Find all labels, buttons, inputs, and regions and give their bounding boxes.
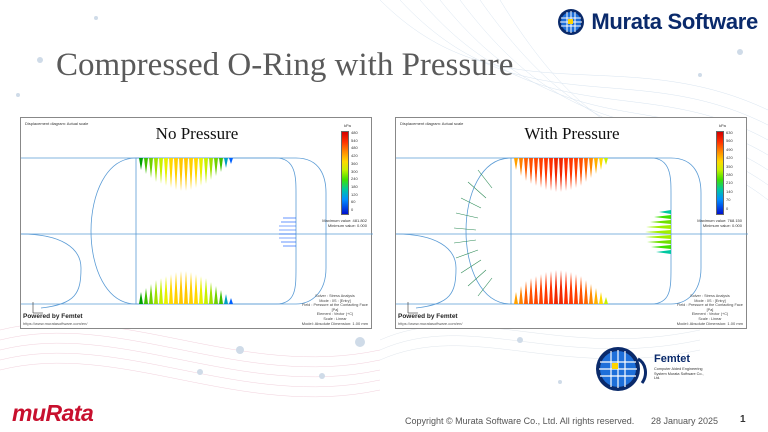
contact-pressure-side bbox=[279, 217, 296, 247]
murata-logo: muRata bbox=[12, 400, 94, 426]
legend-unit: kPa bbox=[344, 123, 351, 128]
color-legend-bar bbox=[716, 131, 724, 215]
contact-pressure-top bbox=[514, 158, 608, 192]
contact-pressure-side bbox=[645, 210, 671, 254]
femtet-name: Femtet bbox=[654, 353, 691, 365]
panel-caption: With Pressure bbox=[524, 124, 620, 143]
color-legend-bar bbox=[341, 131, 349, 215]
simulation-panel-no-pressure: Displacement diagram: Actual scale No Pr… bbox=[20, 117, 373, 329]
slide-title: Compressed O-Ring with Pressure bbox=[56, 47, 514, 83]
simulation-panel-with-pressure: Displacement diagram: Actual scale With … bbox=[395, 117, 748, 329]
femtet-subtitle: Computer Aided Engineering System Murata… bbox=[654, 367, 704, 381]
legend-unit: kPa bbox=[719, 123, 726, 128]
model-dimension-label: Model: Absolute Dimension: 1.00 mm bbox=[676, 321, 743, 326]
femtet-globe-icon bbox=[596, 347, 647, 391]
max-value-label: Maximum value: 481.802 bbox=[322, 218, 367, 223]
diagram-type-label: Displacement diagram: Actual scale bbox=[25, 121, 89, 126]
femtet-logo: Femtet Computer Aided Engineering System… bbox=[590, 345, 710, 393]
powered-by-label: Powered by Femtet bbox=[23, 313, 83, 320]
contact-pressure-bottom bbox=[139, 271, 233, 304]
copyright-text: Copyright © Murata Software Co., Ltd. Al… bbox=[405, 416, 635, 426]
pressure-arrows-left bbox=[453, 169, 493, 297]
axis-triad-icon bbox=[32, 302, 43, 314]
murata-globe-icon bbox=[558, 9, 585, 35]
contact-pressure-top bbox=[139, 158, 233, 191]
powered-by-label: Powered by Femtet bbox=[398, 313, 458, 320]
femtet-url: https://www.muratasoftware.com/en/ bbox=[398, 321, 463, 326]
oring-plot-with-pressure bbox=[396, 157, 748, 314]
brand-name: Murata Software bbox=[591, 9, 758, 34]
slide-date: 28 January 2025 bbox=[651, 416, 719, 426]
min-value-label: Minimum value: 0.000 bbox=[702, 223, 742, 228]
min-value-label: Minimum value: 0.000 bbox=[327, 223, 367, 228]
max-value-label: Maximum value: 768.150 bbox=[697, 218, 742, 223]
page-number: 1 bbox=[740, 414, 746, 425]
model-dimension-label: Model: Absolute Dimension: 1.00 mm bbox=[301, 321, 368, 326]
femtet-url: https://www.muratasoftware.com/en/ bbox=[23, 321, 88, 326]
panel-caption: No Pressure bbox=[155, 124, 239, 143]
axis-triad-icon bbox=[407, 302, 418, 314]
femtet-text-block: Femtet Computer Aided Engineering System… bbox=[654, 345, 710, 381]
diagram-type-label: Displacement diagram: Actual scale bbox=[400, 121, 464, 126]
brand-header: Murata Software bbox=[557, 8, 758, 36]
oring-plot-no-pressure bbox=[21, 157, 373, 314]
contact-pressure-bottom bbox=[514, 270, 608, 304]
